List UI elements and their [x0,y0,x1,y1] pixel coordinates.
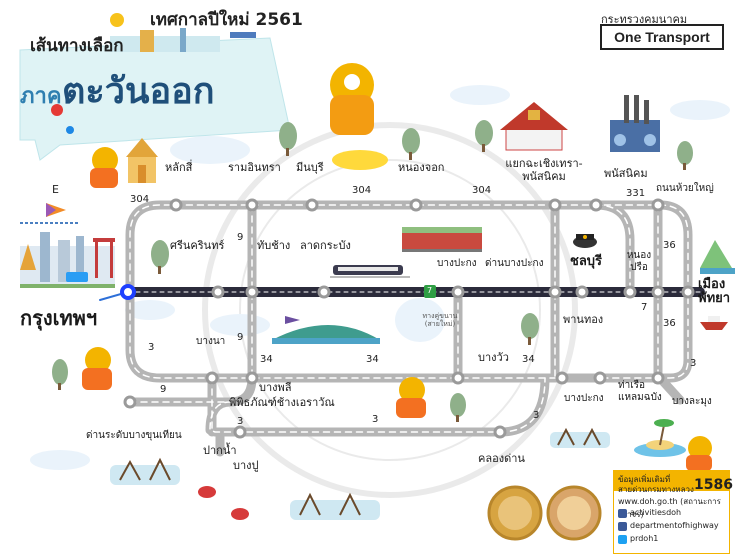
tree-icon [52,120,693,422]
facebook-icon [618,509,627,518]
place-pak-nam: ปากน้ำ [203,444,237,457]
info-line1: ข้อมูลเพิ่มเติมที่ [618,475,671,484]
compass-letter: E [52,183,59,196]
place-bang-wua: บางวัว [478,351,509,364]
place-min-buri: มีนบุรี [296,161,324,174]
info-web-link[interactable]: www.doh.go.th (สถานะการจราจร) [618,497,721,519]
pattaya-icon [700,240,735,274]
info-header-bar [614,471,729,491]
route-number: 34 [522,354,535,365]
title-region-small: ภาค [20,84,62,109]
one-transport-logo: One Transport [600,24,724,50]
place-chachoengsao-junction: แยกฉะเชิงเทรา-พนัสนิคม [505,157,583,183]
temple-icon [140,30,154,52]
title-banner [19,13,291,161]
crab-icon [198,486,249,520]
info-social-departmentofhighway[interactable]: departmentofhighway [630,521,719,530]
title-festival-text: เทศกาลปีใหม่ 2561 [150,10,303,30]
medal-icon [487,485,602,541]
route-number: 7 [427,286,433,295]
mangrove-icon [110,427,610,520]
place-bang-lamung: บางละมุง [672,396,712,407]
info-box: ข้อมูลเพิ่มเติมที่ สายด่วนกรมทางหลวง 158… [613,470,733,554]
route-number: 3 [237,416,244,427]
compass-icon [20,203,80,224]
route-number: 36 [663,240,676,251]
route-number: 34 [260,354,273,365]
motorway-sign-icon [424,285,436,298]
info-social-prdoh1[interactable]: prdoh1 [630,534,659,543]
bangkok-node [120,284,136,300]
place-bang-phli: บางพลี [259,381,292,394]
road-junctions [123,198,695,439]
route-number: 3 [533,410,540,421]
place-toll-bangkhunthian: ด่านระดับบางขุนเทียน [86,430,182,441]
place-bang-pakong-bottom: บางปะกง [564,393,604,404]
sun-icon [110,13,124,27]
info-hotline: 1586 [694,477,733,493]
place-ram-inthra: รามอินทรา [228,161,281,174]
train-icon [330,265,410,278]
place-lak-si: หลักสี่ [165,161,193,174]
place-bang-na: บางนา [196,336,226,347]
place-bang-pu: บางปู [233,459,259,472]
route-number: 36 [663,318,676,329]
place-dan-bang-pakong: ด่านบางปะกง [485,258,544,269]
place-chonburi: ชลบุรี [570,254,603,269]
place-nong-chok: หนองจอก [398,161,445,174]
place-khlong-dan: คลองด่าน [478,452,525,465]
island-icon [634,419,686,457]
route-number: 304 [472,185,492,196]
place-phan-thong: พานทอง [563,313,604,326]
temple-icon [500,102,568,151]
twitter-icon [618,535,627,544]
place-erawan-museum: พิพิธภัณฑ์ช้างเอราวัณ [229,396,335,409]
mascot-icon [82,63,712,471]
place-pattaya: เมืองพัทยา [698,277,731,307]
title-region-big: ตะวันออก [62,71,215,112]
place-nong-hua-yai-road: ถนนห้วยใหญ่ [656,183,714,194]
boat-icon [700,316,728,330]
place-laem-chabang: ท่าเรือแหลมฉบัง [618,380,662,403]
route-number: 331 [626,188,646,199]
bangkok-skyline-icon [20,232,115,288]
place-alt-route: ทางคู่ขนาน (สายใหม่) [422,312,458,329]
route-number: 34 [366,354,379,365]
route-number: 9 [237,332,244,343]
route-number: 304 [352,185,372,196]
route-number: 304 [130,194,150,205]
route-number: 9 [237,232,244,243]
route-number: 9 [160,384,167,395]
temple-icon [126,138,158,183]
info-line2: สายด่วนกรมทางหลวง [618,485,694,494]
title-route-text: เส้นทางเลือก [30,36,124,56]
info-social-activitiesdoh[interactable]: activitiesdoh [630,508,682,517]
place-lat-krabang: ลาดกระบัง [300,239,351,252]
route-number: 3 [690,358,697,369]
place-nong-prue: หนองปรือ [626,250,652,273]
place-srinakarin: ศรีนครินทร์ [170,239,225,252]
plane-icon [230,32,256,38]
station-icon [402,227,482,252]
ministry-name: กระทรวงคมนาคม [601,13,688,26]
plane-icon [285,316,300,324]
place-bang-pakong-top: บางปะกง [437,258,477,269]
airport-icon [272,316,380,344]
route-number: 3 [148,342,155,353]
facebook-icon [618,522,627,531]
place-bangkok: กรุงเทพฯ [20,306,98,330]
police-hat-icon [573,234,597,248]
place-thap-chang: ทับช้าง [257,239,291,252]
factory-icon [610,95,660,152]
route-number: 3 [372,414,379,425]
place-phanat-nikhom: พนัสนิคม [604,167,648,180]
route-number: 7 [641,302,648,313]
watermark-emblem-icon [202,122,578,498]
